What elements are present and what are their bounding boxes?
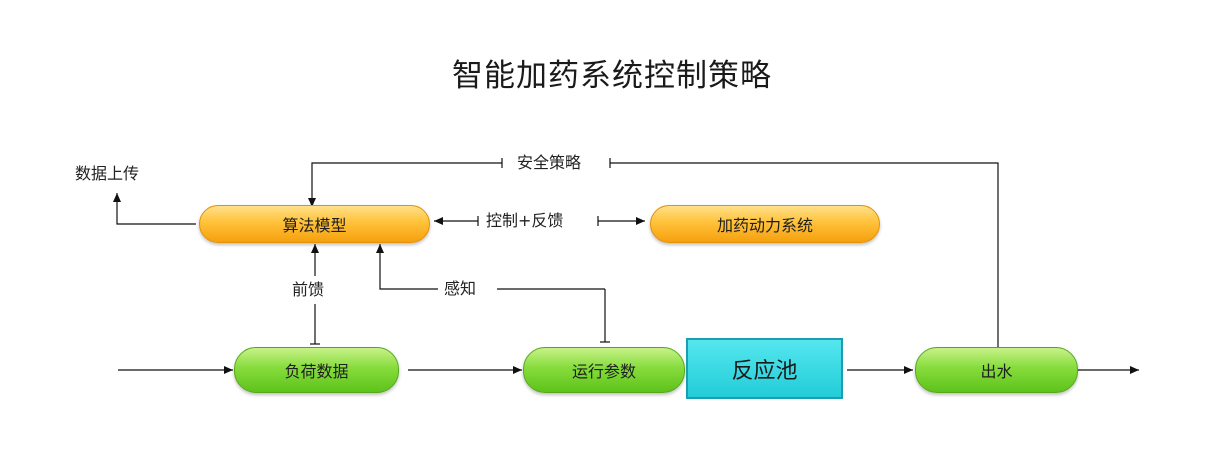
run-params-node: 运行参数 bbox=[523, 347, 685, 393]
sensing-label: 感知 bbox=[441, 279, 480, 299]
upload-line bbox=[113, 193, 196, 225]
algorithm-model-node: 算法模型 bbox=[199, 205, 430, 243]
feedforward-label: 前馈 bbox=[289, 280, 328, 300]
reactor-label: 反应池 bbox=[731, 358, 798, 384]
effluent-label: 出水 bbox=[980, 362, 1013, 381]
control-feedback-label: 控制+反馈 bbox=[483, 211, 567, 231]
run-params-label: 运行参数 bbox=[571, 362, 636, 381]
load-data-label: 负荷数据 bbox=[284, 362, 349, 381]
effluent-node: 出水 bbox=[915, 347, 1078, 393]
algorithm-model-label: 算法模型 bbox=[282, 216, 347, 235]
dosing-power-system-node: 加药动力系统 bbox=[650, 205, 880, 243]
diagram-title: 智能加药系统控制策略 bbox=[452, 58, 772, 94]
safety-strategy-label: 安全策略 bbox=[514, 153, 585, 173]
safety-loop-line bbox=[610, 162, 999, 347]
load-data-node: 负荷数据 bbox=[234, 347, 399, 393]
upload-label: 数据上传 bbox=[72, 164, 143, 184]
reactor-node: 反应池 bbox=[686, 338, 843, 399]
dosing-power-system-label: 加药动力系统 bbox=[716, 216, 813, 235]
